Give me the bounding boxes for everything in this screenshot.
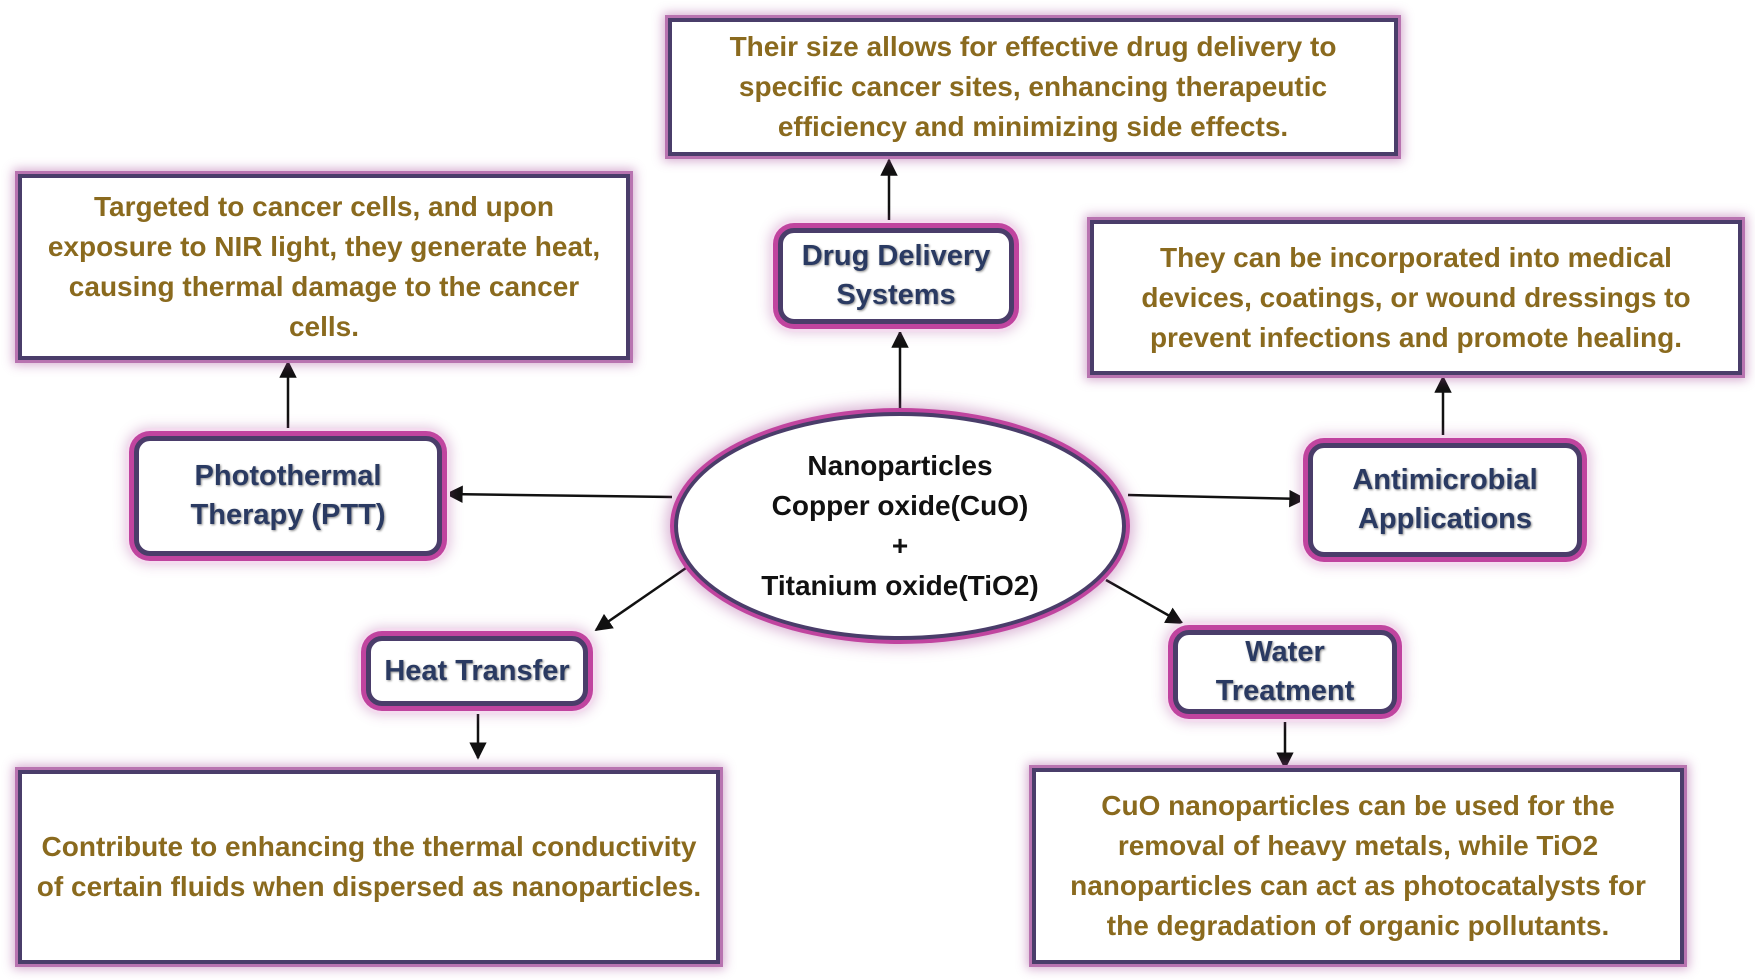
arrow-center-to-heat-transfer — [594, 566, 687, 632]
water-treatment-label: Water Treatment — [1215, 636, 1355, 707]
center-line-2: Copper oxide(CuO) — [771, 490, 1029, 521]
drug-delivery-label: Drug Delivery Systems — [801, 240, 991, 311]
antimicrobial-description: They can be incorporated into medical de… — [1090, 220, 1742, 375]
water-treatment-description-text: CuO nanoparticles can be used for the re… — [1070, 790, 1646, 941]
nanoparticles-center-node: Nanoparticles Copper oxide(CuO) + Titani… — [674, 412, 1126, 640]
drug-delivery-description-text: Their size allows for effective drug del… — [729, 31, 1337, 142]
center-line-4: Titanium oxide(TiO2) — [761, 570, 1039, 601]
heat-transfer-label: Heat Transfer — [384, 654, 570, 687]
photothermal-description-text: Targeted to cancer cells, and upon expos… — [47, 191, 601, 342]
drug-delivery-node: Drug Delivery Systems — [778, 228, 1014, 324]
arrow-center-to-antimicrobial — [1127, 489, 1307, 508]
photothermal-therapy-node: Photothermal Therapy (PTT) — [134, 436, 442, 556]
water-treatment-node: Water Treatment — [1173, 630, 1397, 714]
center-line-3: + — [891, 530, 909, 561]
heat-transfer-node: Heat Transfer — [366, 636, 588, 706]
antimicrobial-node: Antimicrobial Applications — [1308, 443, 1582, 557]
arrow-center-to-photothermal — [445, 485, 673, 503]
photothermal-description: Targeted to cancer cells, and upon expos… — [18, 174, 630, 360]
water-treatment-description: CuO nanoparticles can be used for the re… — [1032, 768, 1684, 964]
drug-delivery-description: Their size allows for effective drug del… — [668, 18, 1398, 156]
heat-transfer-description: Contribute to enhancing the thermal cond… — [18, 770, 720, 964]
photothermal-therapy-label: Photothermal Therapy (PTT) — [190, 460, 386, 531]
heat-transfer-description-text: Contribute to enhancing the thermal cond… — [36, 831, 702, 902]
arrow-center-to-water-treatment — [1105, 578, 1184, 625]
antimicrobial-description-text: They can be incorporated into medical de… — [1141, 241, 1691, 353]
center-line-1: Nanoparticles — [807, 450, 993, 481]
antimicrobial-label: Antimicrobial Applications — [1352, 464, 1538, 535]
